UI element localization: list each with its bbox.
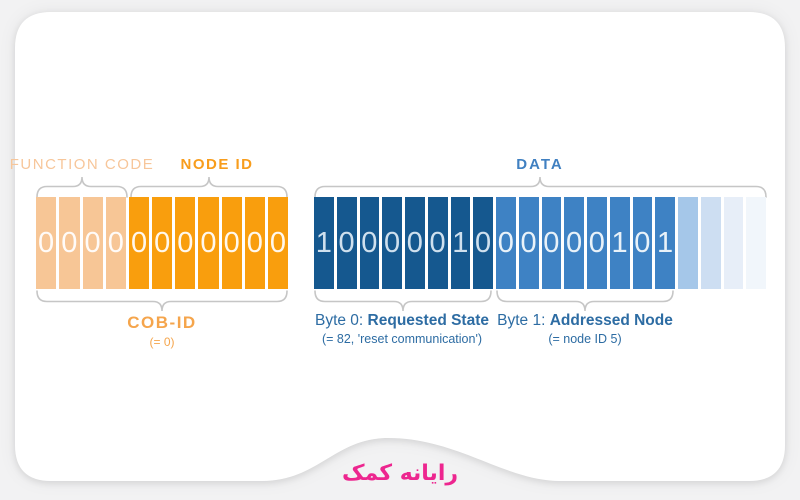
bit-cell: 0 bbox=[59, 197, 80, 289]
byte0-label-prefix: Byte 0: bbox=[314, 312, 364, 329]
bit-cell: 0 bbox=[105, 197, 126, 289]
bit-cell: 0 bbox=[587, 197, 607, 289]
function-code-label: FUNCTION CODE bbox=[9, 156, 155, 173]
bit-cell: 1 bbox=[655, 197, 675, 289]
bit-cell: 0 bbox=[221, 197, 242, 289]
data-label: DATA bbox=[516, 156, 564, 173]
byte0-caption: (= 82, 'reset communication') bbox=[321, 332, 483, 346]
bit-cell: 0 bbox=[473, 197, 493, 289]
bit-cell: 0 bbox=[427, 197, 448, 289]
bit-cell: 0 bbox=[382, 197, 402, 289]
bit-cell: 0 bbox=[36, 197, 57, 289]
bit-cell: 0 bbox=[496, 197, 516, 289]
bit-cell: 0 bbox=[129, 197, 150, 289]
cob-id-block: COB-ID (= 0) bbox=[62, 313, 262, 349]
bit-cell: 1 bbox=[609, 197, 630, 289]
bit-cell: 0 bbox=[152, 197, 173, 289]
byte1-caption: (= node ID 5) bbox=[548, 332, 622, 346]
node-id-label: NODE ID bbox=[180, 156, 254, 173]
fade-cell bbox=[746, 197, 766, 289]
bit-cell: 0 bbox=[405, 197, 425, 289]
fade-cell bbox=[678, 197, 698, 289]
rayaneh-komak-logo: رایانه کمک bbox=[341, 461, 459, 486]
bit-cell: 0 bbox=[359, 197, 380, 289]
byte1-brace bbox=[496, 290, 674, 312]
cob-id-label: COB-ID bbox=[127, 313, 197, 332]
fade-cell bbox=[700, 197, 721, 289]
cob-id-brace bbox=[36, 290, 288, 312]
bit-cell: 0 bbox=[82, 197, 103, 289]
fading-bits bbox=[678, 197, 766, 289]
byte1-label: Byte 1: Addressed Node bbox=[475, 312, 695, 330]
bit-cell: 0 bbox=[198, 197, 219, 289]
bit-cell: 0 bbox=[632, 197, 653, 289]
byte1-label-prefix: Byte 1: bbox=[497, 312, 546, 329]
fade-cell bbox=[723, 197, 744, 289]
bit-cell: 0 bbox=[541, 197, 562, 289]
node-id-brace bbox=[130, 176, 288, 198]
bit-cell: 1 bbox=[450, 197, 471, 289]
bit-cell: 0 bbox=[244, 197, 265, 289]
bit-cell: 0 bbox=[336, 197, 357, 289]
bit-cell: 0 bbox=[518, 197, 539, 289]
bit-cell: 0 bbox=[175, 197, 196, 289]
bit-cell: 0 bbox=[267, 197, 288, 289]
cob-id-caption: (= 0) bbox=[149, 335, 175, 349]
bit-cell: 1 bbox=[314, 197, 334, 289]
byte0-label-name: Requested State bbox=[367, 312, 489, 329]
function-code-brace bbox=[36, 176, 128, 198]
byte1-label-name: Addressed Node bbox=[549, 312, 673, 329]
bit-cell: 0 bbox=[564, 197, 584, 289]
byte0-label: Byte 0: Requested State bbox=[292, 312, 512, 330]
byte0-brace bbox=[314, 290, 492, 312]
data-brace bbox=[314, 176, 767, 198]
